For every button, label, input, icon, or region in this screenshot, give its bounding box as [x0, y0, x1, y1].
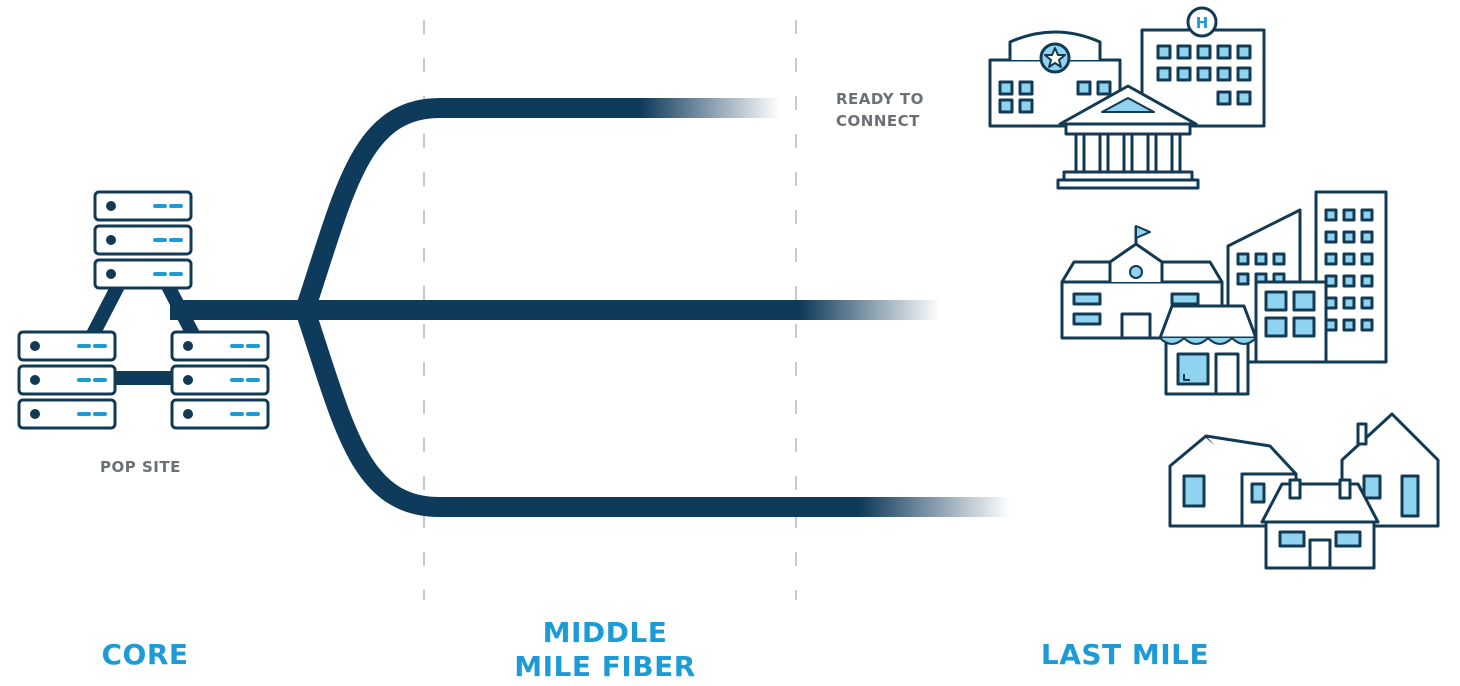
- fiber-network: [170, 98, 1010, 517]
- storefront-icon: [1158, 304, 1258, 396]
- hospital-icon: H: [1140, 6, 1266, 128]
- server-top-1: [93, 190, 193, 222]
- fiber-middle-fade: [800, 300, 940, 320]
- ready-to-connect-label: READY TO CONNECT: [836, 90, 924, 130]
- civic-buildings-group: H: [988, 6, 1266, 190]
- government-building-icon: [1056, 84, 1200, 190]
- fiber-top-fade: [640, 98, 780, 118]
- fiber-branch-top: [295, 98, 640, 314]
- server-right-1: [170, 330, 270, 362]
- svg-text:H: H: [1196, 14, 1209, 32]
- last-mile-section-label: LAST MILE: [1040, 638, 1210, 671]
- office-building-icon: [1226, 208, 1328, 364]
- server-left-1: [17, 330, 117, 362]
- server-left-3: [17, 398, 117, 430]
- middle-mile-section-label: MIDDLE MILE FIBER: [514, 616, 696, 683]
- core-section-label: CORE: [101, 638, 189, 671]
- server-top-2: [93, 224, 193, 256]
- office-tower-icon: [1314, 190, 1388, 364]
- fiber-branch-bottom: [295, 306, 860, 517]
- server-right-3: [170, 398, 270, 430]
- pop-site-servers: [17, 190, 270, 430]
- server-right-2: [170, 364, 270, 396]
- fiber-bottom-fade: [860, 497, 1010, 517]
- houses-group: [1168, 412, 1440, 570]
- pop-site-label: POP SITE: [100, 458, 181, 476]
- server-top-3: [93, 258, 193, 290]
- town-buildings-group: [1060, 190, 1388, 396]
- police-station-icon: [988, 30, 1122, 128]
- house-icon-front: [1260, 478, 1380, 570]
- server-left-2: [17, 364, 117, 396]
